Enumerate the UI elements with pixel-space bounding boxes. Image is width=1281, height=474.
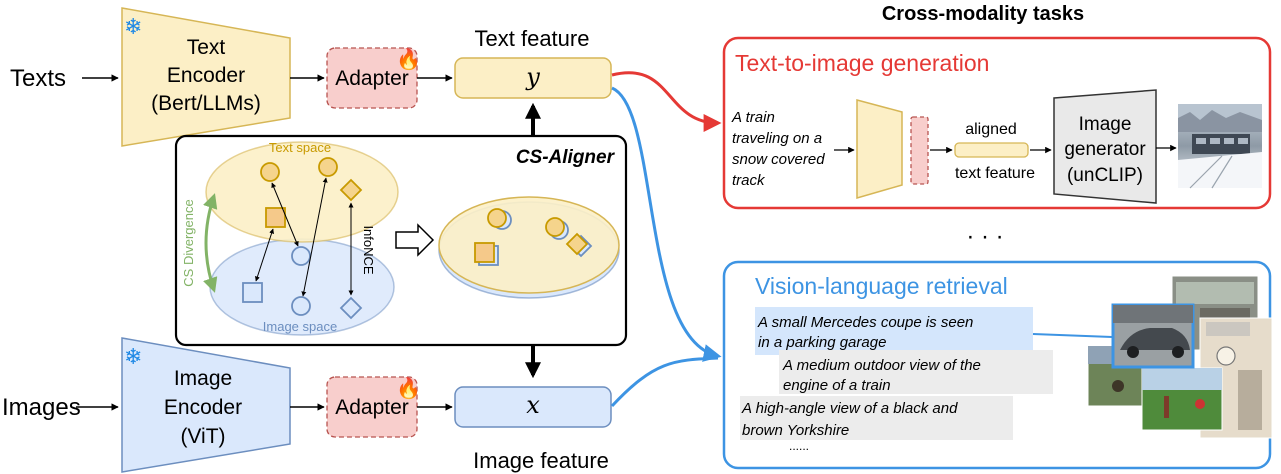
image-marker-circle: [291, 296, 311, 316]
image-encoder-line-1: Image: [174, 367, 232, 390]
image-marker-circle: [291, 246, 311, 266]
text-marker-circle: [318, 157, 338, 177]
text-feature-symbol: y: [525, 63, 540, 91]
caption-3-line-2: brown Yorkshire: [742, 422, 849, 439]
t2i-text-encoder-shape: [856, 99, 903, 199]
image-encoder-line-3: (ViT): [180, 425, 225, 448]
generator-line-3: (unCLIP): [1067, 165, 1143, 186]
text-feature-box[interactable]: [454, 57, 612, 99]
t2i-prompt-line-4: track: [732, 172, 766, 189]
aligned-text-circle: [487, 208, 507, 228]
cs-divergence-arrow: [203, 193, 218, 293]
text-encoder-line-3: (Bert/LLMs): [151, 92, 261, 115]
image-feature-label: Image feature: [473, 448, 609, 473]
text-encoder-box[interactable]: [121, 7, 291, 147]
retrieval-title: Vision-language retrieval: [755, 273, 1008, 299]
text-feature-label: Text feature: [475, 26, 590, 51]
caption-to-image-link: [1032, 333, 1113, 338]
text-encoder-line-1: Text: [187, 36, 226, 59]
image-feature-to-retrieval-curve: [610, 356, 719, 408]
text-feature-caption: text feature: [955, 165, 1035, 182]
text-feature-to-generation-curve: [611, 71, 722, 132]
caption-1-line-1: A small Mercedes coupe is seen: [757, 314, 973, 331]
generator-line-2: generator: [1064, 139, 1146, 160]
images-label: Images: [2, 394, 81, 421]
image-marker-diamond: [339, 296, 363, 320]
pair-arrow: [301, 177, 328, 297]
more-captions: ......: [789, 439, 809, 453]
image-adapter-label: Adapter: [335, 396, 409, 419]
fire-icon: 🔥: [396, 376, 421, 400]
text-feature-to-retrieval-curve: [611, 86, 722, 362]
image-generator-shape: [1053, 89, 1157, 204]
image-marker-square: [242, 282, 263, 303]
aligned-text-ellipse: [438, 196, 620, 294]
t2i-adapter-shape: [910, 116, 929, 185]
image-encoder-box[interactable]: [121, 337, 291, 473]
tasks-ellipsis: · · ·: [966, 223, 1003, 250]
t2i-title: Text-to-image generation: [735, 50, 989, 76]
fire-icon: 🔥: [396, 47, 421, 71]
pair-arrow: [255, 228, 274, 282]
caption-2-highlight[interactable]: [779, 350, 1053, 394]
image-encoder-line-2: Encoder: [164, 396, 242, 419]
text-marker-diamond: [339, 178, 363, 202]
caption-2-line-1: A medium outdoor view of the: [782, 357, 981, 374]
t2i-prompt-line-2: traveling on a: [732, 130, 822, 147]
caption-3-line-1: A high-angle view of a black and: [741, 400, 958, 417]
cs-divergence-label: CS Divergence: [181, 199, 196, 286]
image-feature-box[interactable]: [454, 386, 612, 428]
generated-train-image: [1178, 104, 1262, 189]
pair-arrow: [271, 182, 299, 247]
t2i-prompt-line-1: A train: [731, 109, 775, 126]
text-marker-circle: [260, 162, 280, 182]
text-space-label: Text space: [269, 140, 331, 155]
image-feature-symbol: x: [526, 391, 540, 419]
generator-line-1: Image: [1079, 114, 1132, 135]
snowflake-icon: ❄: [124, 14, 142, 39]
retrieval-image-stack: [1087, 275, 1273, 439]
aligned-text-diamond: [565, 232, 589, 256]
text-adapter-label: Adapter: [335, 67, 409, 90]
caption-1-line-2: in a parking garage: [758, 334, 886, 351]
aligned-text-circle: [545, 217, 565, 237]
cs-aligner-title: CS-Aligner: [516, 147, 616, 168]
caption-1-highlight[interactable]: [755, 307, 1033, 355]
snowflake-icon: ❄: [124, 344, 142, 369]
t2i-prompt-line-3: snow covered: [732, 151, 825, 168]
infonce-label: InfoNCE: [361, 225, 376, 274]
text-marker-square: [265, 207, 286, 228]
texts-label: Texts: [10, 65, 66, 92]
caption-2-line-2: engine of a train: [783, 377, 891, 394]
image-space-label: Image space: [263, 319, 337, 334]
text-encoder-line-2: Encoder: [167, 64, 245, 87]
aligned-label: aligned: [965, 121, 1017, 138]
aligned-text-feature-bar: [954, 142, 1029, 158]
aligned-text-square: [474, 242, 495, 263]
transform-hollow-arrow: [395, 223, 435, 257]
tasks-heading: Cross-modality tasks: [882, 3, 1084, 25]
caption-3-highlight[interactable]: [740, 396, 1013, 440]
